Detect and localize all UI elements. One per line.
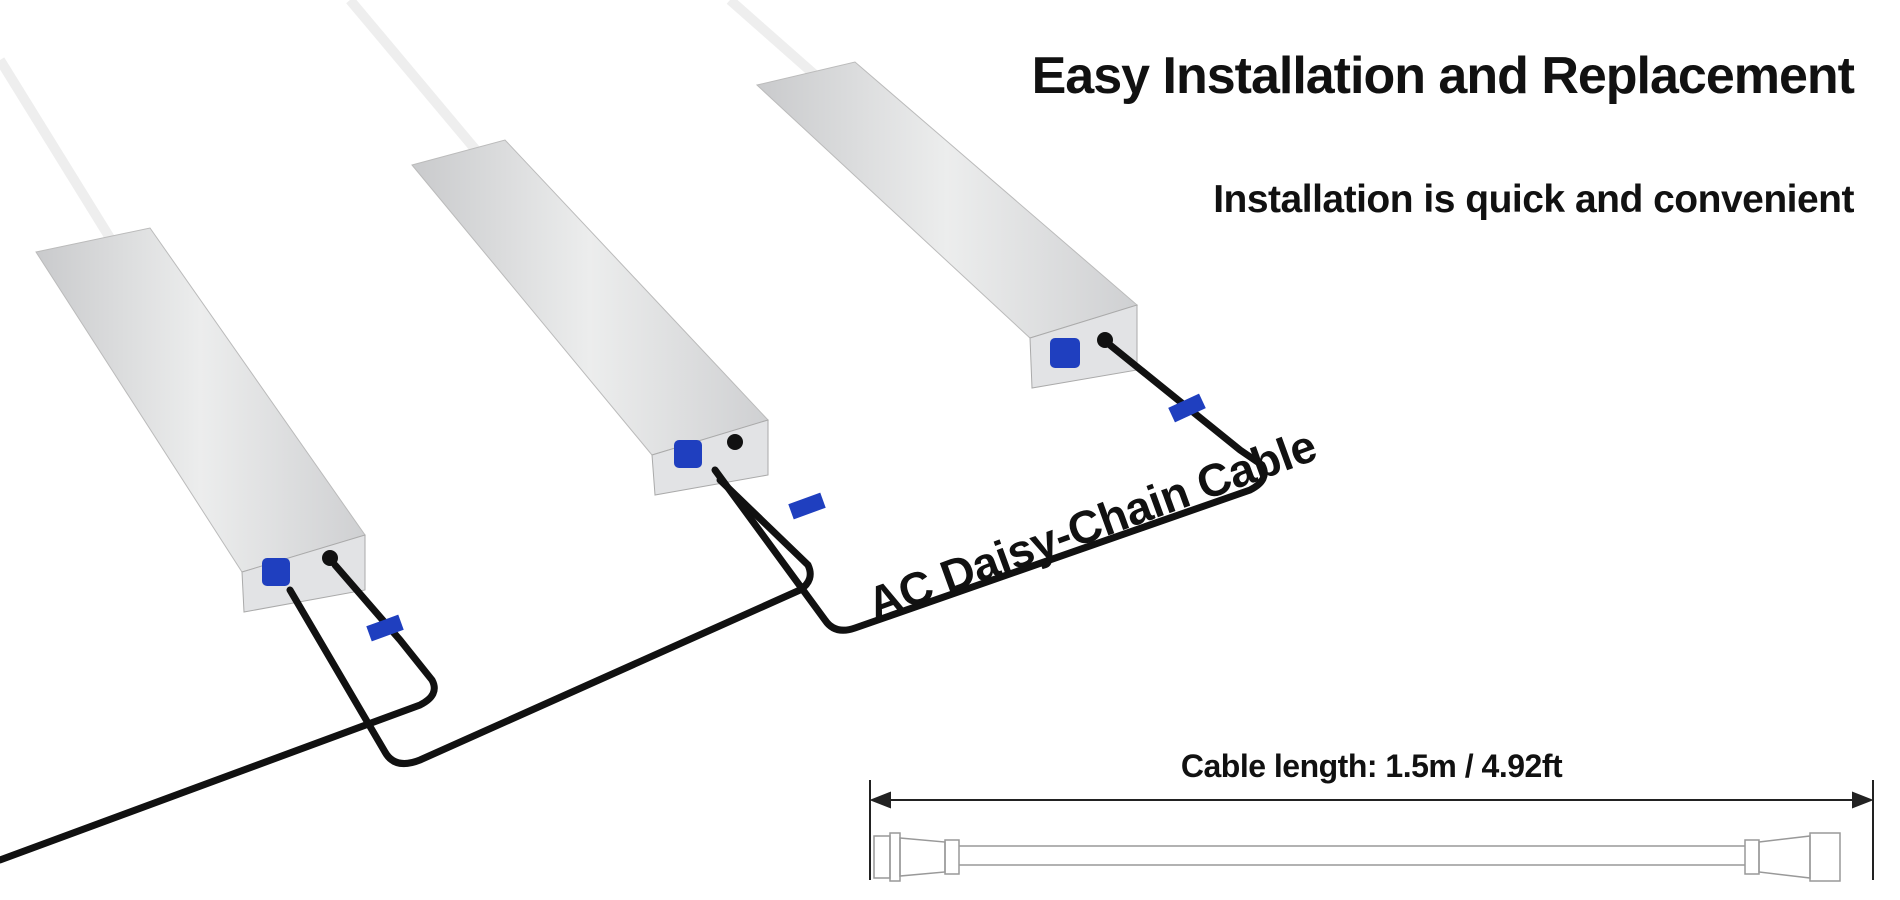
hanging-wires (0, 0, 819, 241)
led-driver-1 (35, 227, 366, 613)
led-driver-2 (411, 139, 769, 496)
connector-icon (1050, 338, 1080, 368)
page-title: Easy Installation and Replacement (1031, 47, 1855, 105)
connector-icon (262, 558, 290, 586)
page-subtitle: Installation is quick and convenient (1213, 178, 1854, 221)
cable-connectors (366, 393, 1206, 642)
connector-icon (674, 440, 702, 468)
cable-length-label: Cable length: 1.5m / 4.92ft (1180, 748, 1563, 784)
led-driver-3 (755, 61, 1139, 389)
daisy-chain-cables (0, 341, 1268, 864)
cable-diagram (873, 832, 1841, 882)
length-dimension-arrow (869, 780, 1874, 880)
